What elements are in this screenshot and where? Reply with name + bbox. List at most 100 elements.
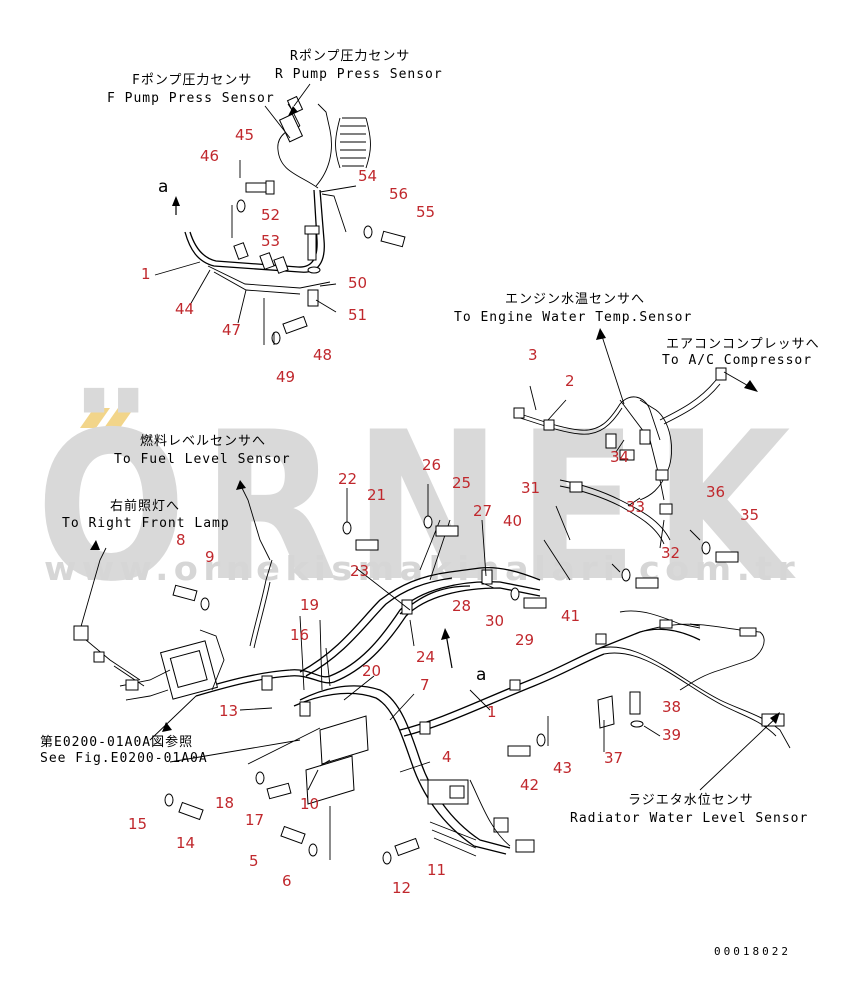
callout-10: 10 <box>300 795 319 813</box>
callout-50: 50 <box>348 274 367 292</box>
callout-38: 38 <box>662 698 681 716</box>
bolt-35 <box>715 551 739 563</box>
bolt-48 <box>282 315 308 335</box>
callout-28: 28 <box>452 597 471 615</box>
watermark-accent-left <box>80 408 110 428</box>
bolt-5 <box>280 825 306 845</box>
lamp-label-en: To Right Front Lamp <box>62 516 230 531</box>
bolt-17 <box>266 782 292 800</box>
callout-8: 8 <box>176 531 186 549</box>
ac-label-jp: エアコンコンプレッサへ <box>666 337 820 352</box>
radiator-label-en: Radiator Water Level Sensor <box>570 811 808 826</box>
callout-7: 7 <box>420 676 430 694</box>
callout-53: 53 <box>261 232 280 250</box>
callout-16: 16 <box>290 626 309 644</box>
ref-label-jp: 第E0200-01A0A図参照 <box>40 734 193 750</box>
callout-46: 46 <box>200 147 219 165</box>
connector-mark-a-bottom: a <box>476 665 486 685</box>
callout-43: 43 <box>553 759 572 777</box>
ac-label-en: To A/C Compressor <box>662 353 812 368</box>
callout-26: 26 <box>422 456 441 474</box>
bolt-45 <box>245 180 275 195</box>
callout-18: 18 <box>215 794 234 812</box>
callout-36: 36 <box>706 483 725 501</box>
callout-33: 33 <box>626 498 645 516</box>
engine-sensor-harness <box>513 328 758 549</box>
main-harness <box>73 480 791 865</box>
callout-17: 17 <box>245 811 264 829</box>
callout-19: 19 <box>300 596 319 614</box>
callout-5: 5 <box>249 852 259 870</box>
bolt-32b <box>635 577 659 589</box>
lower-connector-cluster <box>420 779 535 857</box>
callout-21: 21 <box>367 486 386 504</box>
connector-mark-a-top: a <box>158 177 168 197</box>
bolt-42 <box>507 745 531 757</box>
lamp-label-jp: 右前照灯へ <box>110 498 180 514</box>
callout-51: 51 <box>348 306 367 324</box>
f-pump-label-jp: Fポンプ圧力センサ <box>132 73 252 88</box>
callout-48: 48 <box>313 346 332 364</box>
bolt-21 <box>355 539 379 551</box>
fuel-label-en: To Fuel Level Sensor <box>114 452 291 467</box>
watermark-url: www.ornekismakinalari.com.tr <box>44 549 800 588</box>
bolt-9 <box>172 584 198 602</box>
radiator-label-jp: ラジエタ水位センサ <box>628 793 754 808</box>
callout-52: 52 <box>261 206 280 224</box>
callout-numbers: 1123456789101112131415161718192021222324… <box>128 126 759 897</box>
callout-54: 54 <box>358 167 377 185</box>
r-pump-label-en: R Pump Press Sensor <box>275 67 443 82</box>
callout-40: 40 <box>503 512 522 530</box>
callout-9: 9 <box>205 548 215 566</box>
drawing-id: 00018022 <box>714 945 791 958</box>
callout-23: 23 <box>350 562 369 580</box>
callout-32: 32 <box>661 544 680 562</box>
callout-47: 47 <box>222 321 241 339</box>
callout-2: 2 <box>565 372 575 390</box>
f-pump-label-en: F Pump Press Sensor <box>107 91 275 106</box>
fuel-label-jp: 燃料レベルセンサへ <box>140 433 266 449</box>
callout-37: 37 <box>604 749 623 767</box>
callout-31: 31 <box>521 479 540 497</box>
bolt-11 <box>394 837 420 857</box>
r-pump-label-jp: Rポンプ圧力センサ <box>290 49 410 64</box>
callout-20: 20 <box>362 662 381 680</box>
callout-29: 29 <box>515 631 534 649</box>
callout-42: 42 <box>520 776 539 794</box>
callout-14: 14 <box>176 834 195 852</box>
callout-39: 39 <box>662 726 681 744</box>
callout-13: 13 <box>219 702 238 720</box>
callout-22: 22 <box>338 470 357 488</box>
bolt-25 <box>435 525 459 537</box>
callout-15: 15 <box>128 815 147 833</box>
callout-45: 45 <box>235 126 254 144</box>
bolt-55 <box>380 230 406 248</box>
bolt-53 <box>304 225 320 261</box>
bolt-29 <box>523 597 547 609</box>
engine-temp-label-en: To Engine Water Temp.Sensor <box>454 310 692 325</box>
engine-temp-label-jp: エンジン水温センサへ <box>505 292 645 307</box>
callout-12: 12 <box>392 879 411 897</box>
callout-34: 34 <box>610 448 629 466</box>
callout-11: 11 <box>427 861 446 879</box>
callout-3: 3 <box>528 346 538 364</box>
callout-1-2: 1 <box>487 703 497 721</box>
watermark-accent-right <box>104 408 134 428</box>
callout-41: 41 <box>561 607 580 625</box>
callout-56: 56 <box>389 185 408 203</box>
callout-25: 25 <box>452 474 471 492</box>
junction-box <box>119 629 225 701</box>
bolt-14 <box>178 801 204 821</box>
ref-label-en: See Fig.E0200-01A0A <box>40 751 208 766</box>
callout-55: 55 <box>416 203 435 221</box>
hose-coil <box>335 117 371 169</box>
bolt-38 <box>629 691 641 715</box>
callout-6: 6 <box>282 872 292 890</box>
callout-4: 4 <box>442 748 452 766</box>
callout-35: 35 <box>740 506 759 524</box>
callout-49: 49 <box>276 368 295 386</box>
callout-27: 27 <box>473 502 492 520</box>
pump-sensor-assembly <box>154 95 406 345</box>
callout-44: 44 <box>175 300 194 318</box>
